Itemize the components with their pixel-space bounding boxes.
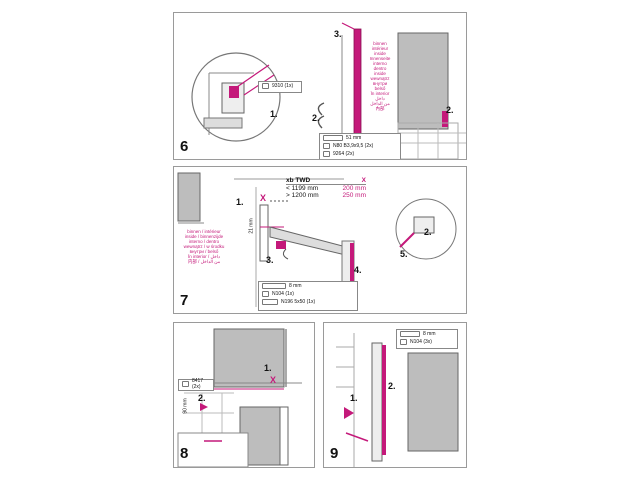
screw-icon	[323, 143, 330, 149]
table-header-x: X	[361, 177, 366, 184]
callout-2-right: 2.	[446, 105, 454, 115]
callout-2: 2.	[388, 381, 396, 391]
step-9-panel: 9 1. 2. 8 mm N104 (3x)	[323, 322, 467, 468]
screw-icon	[323, 135, 343, 141]
step-number: 7	[180, 292, 189, 309]
drill-icon	[400, 331, 420, 337]
callout-2: 2.	[424, 227, 432, 237]
callout-1: 1.	[264, 363, 272, 373]
dimension-label: 21 mm	[248, 218, 255, 234]
step-6-illustration	[191, 22, 466, 159]
parts-list: 8 mm N104 (1x) N196 5x50 (1x)	[258, 281, 358, 311]
cap-icon	[323, 151, 330, 157]
parts-list: 8 mm N104 (3x)	[396, 329, 458, 349]
part-label: 9310 (1x)	[272, 83, 294, 89]
spacing-table: xb TWD X < 1199 mm 200 mm > 1200 mm 250 mm	[286, 177, 366, 199]
step-number: 9	[330, 445, 339, 462]
small-part-box: 8417 (2x)	[178, 378, 214, 391]
table-cell: < 1199 mm	[286, 185, 319, 192]
step-7-illustration	[177, 172, 457, 307]
callout-5: 5.	[400, 249, 408, 259]
callout-1: 1.	[236, 197, 244, 207]
step-number: 8	[180, 445, 189, 462]
callout-3: 3.	[334, 29, 342, 39]
callout-2: 2.	[198, 393, 206, 403]
callout-3: 3.	[266, 255, 274, 265]
part-icon	[182, 381, 189, 387]
callout-2-left: 2.	[312, 113, 320, 123]
callout-4: 4.	[354, 265, 362, 275]
callout-1: 1.	[270, 109, 278, 119]
step-number: 6	[180, 138, 189, 155]
table-cell: > 1200 mm	[286, 192, 319, 199]
table-header-twd: xb TWD	[286, 177, 311, 184]
table-cell: 250 mm	[342, 192, 366, 199]
parts-list: 51 mm N80 B3,9x9,5 (2x) 9264 (2x)	[319, 133, 401, 159]
drill-icon	[262, 283, 286, 289]
part-icon	[262, 83, 269, 89]
mark-x: X	[270, 375, 277, 385]
mark-x: X	[260, 193, 267, 203]
table-cell: 200 mm	[342, 185, 366, 192]
step-7-panel: 7 1. 2. 3. 4. 5. X 21 mm xb TWD X < 1199 …	[173, 166, 467, 314]
step-9-illustration	[336, 333, 459, 467]
step-8-panel: 8 1. 2. X 8417 (2x) 90 mm	[173, 322, 315, 468]
step-8-illustration	[177, 328, 302, 467]
screw-icon	[262, 299, 278, 305]
small-part-box: 9310 (1x)	[258, 81, 302, 93]
plug-icon	[262, 291, 269, 297]
plug-icon	[400, 339, 407, 345]
dimension-label: 90 mm	[182, 398, 189, 414]
callout-1: 1.	[350, 393, 358, 403]
